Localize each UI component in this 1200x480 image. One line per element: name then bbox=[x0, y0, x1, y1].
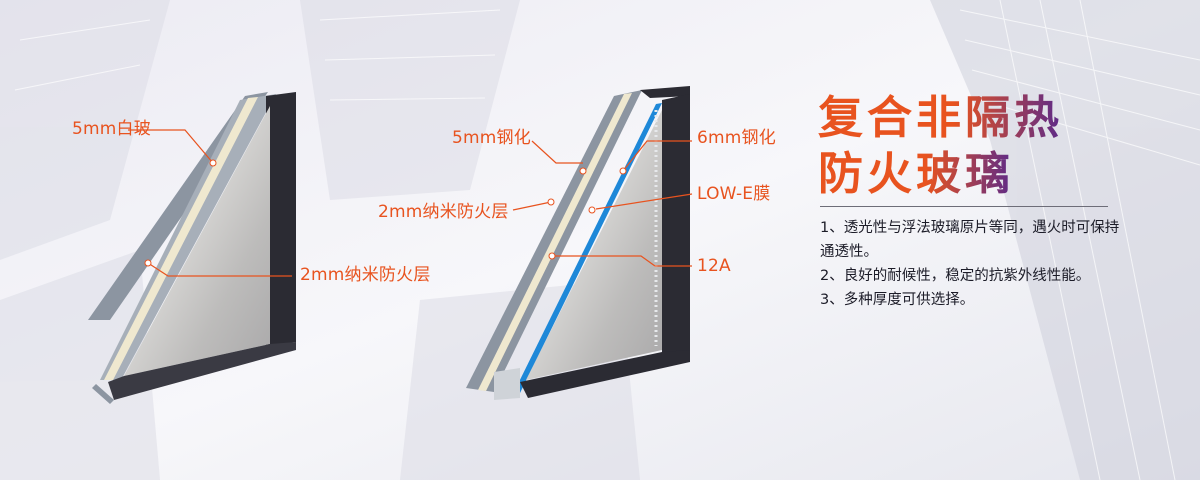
label-left-film: 2mm纳米防火层 bbox=[300, 265, 431, 285]
feature-item: 1、透光性与浮法玻璃原片等同，遇火时可保持通透性。 bbox=[820, 220, 1120, 260]
left-callout-dots bbox=[144, 159, 217, 267]
feature-item: 2、良好的耐候性，稳定的抗紫外线性能。 bbox=[820, 268, 1091, 284]
left-unit-dark-band bbox=[266, 92, 296, 346]
right-unit-frame-side bbox=[662, 94, 690, 356]
right-unit-interlayer bbox=[478, 93, 632, 391]
label-right-outer-glass: 5mm钢化 bbox=[452, 128, 531, 148]
right-unit-lowe-edge bbox=[514, 103, 662, 393]
right-unit-spacer-strip bbox=[494, 368, 520, 400]
right-callout-lines bbox=[512, 140, 693, 267]
label-right-cavity: 12A bbox=[697, 256, 731, 276]
right-unit-face bbox=[526, 110, 662, 380]
left-unit-bottom bbox=[108, 342, 296, 400]
right-glass-unit bbox=[466, 86, 690, 400]
left-unit-face bbox=[124, 106, 270, 376]
right-unit-frame-top bbox=[640, 86, 690, 98]
label-right-inner-glass: 6mm钢化 bbox=[697, 128, 776, 148]
title-divider bbox=[820, 206, 1108, 207]
right-callout-dots bbox=[547, 167, 627, 260]
left-glass-unit bbox=[88, 92, 296, 404]
page-title-line-2: 防火玻璃 bbox=[818, 147, 1015, 200]
feature-list: 1、透光性与浮法玻璃原片等同，遇火时可保持通透性。 2、良好的耐候性，稳定的抗紫… bbox=[820, 216, 1120, 312]
building-right bbox=[930, 0, 1200, 480]
window-grid bbox=[14, 0, 1200, 480]
label-right-coating: LOW-E膜 bbox=[697, 184, 771, 204]
feature-item: 3、多种厚度可供选择。 bbox=[820, 292, 975, 308]
label-right-film: 2mm纳米防火层 bbox=[378, 202, 509, 222]
left-unit-bottom-edge bbox=[92, 384, 114, 404]
label-left-glass: 5mm白玻 bbox=[72, 119, 151, 139]
left-unit-interlayer-1 bbox=[104, 97, 258, 380]
page-title-line-1: 复合非隔热 bbox=[818, 91, 1064, 144]
left-callout-lines bbox=[128, 129, 292, 277]
right-unit-spacer bbox=[520, 350, 690, 398]
building-left bbox=[0, 0, 170, 480]
